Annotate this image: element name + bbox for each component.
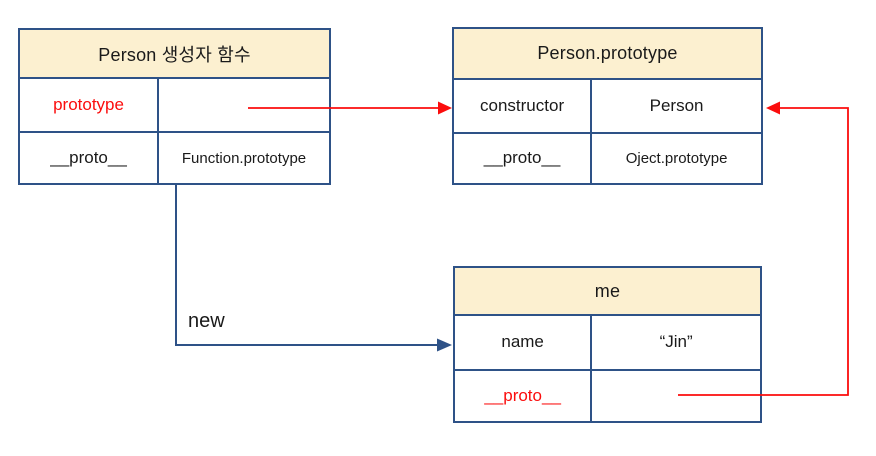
person-constructor-box: Person 생성자 함수 prototype __proto__ Functi… bbox=[18, 28, 331, 185]
constructor-value-cell: Person bbox=[592, 80, 761, 132]
new-operator-label: new bbox=[188, 310, 225, 332]
name-value-cell: “Jin” bbox=[592, 316, 760, 369]
arrow-right-icon bbox=[438, 101, 452, 115]
table-row: prototype bbox=[20, 79, 329, 131]
me-instance-box: me name “Jin” __proto__ bbox=[453, 266, 762, 423]
table-row: __proto__ bbox=[455, 368, 760, 421]
prototype-key-cell: prototype bbox=[20, 79, 160, 131]
table-row: constructor Person bbox=[454, 80, 761, 132]
proto-key-cell: __proto__ bbox=[455, 368, 593, 421]
arrow-right-icon bbox=[437, 338, 452, 352]
proto-value-cell: Oject.prototype bbox=[592, 131, 761, 183]
name-key-cell: name bbox=[455, 316, 593, 369]
table-row: __proto__ Oject.prototype bbox=[454, 131, 761, 183]
table-row: name “Jin” bbox=[455, 316, 760, 369]
person-prototype-title: Person.prototype bbox=[454, 29, 761, 80]
proto-value-cell bbox=[592, 368, 760, 421]
person-constructor-title: Person 생성자 함수 bbox=[20, 30, 329, 79]
me-title: me bbox=[455, 268, 760, 316]
person-prototype-box: Person.prototype constructor Person __pr… bbox=[452, 27, 763, 185]
constructor-key-cell: constructor bbox=[454, 80, 593, 132]
prototype-value-cell bbox=[159, 79, 329, 131]
table-row: __proto__ Function.prototype bbox=[20, 131, 329, 183]
proto-key-cell: __proto__ bbox=[454, 131, 593, 183]
arrow-left-icon bbox=[766, 101, 780, 115]
proto-value-cell: Function.prototype bbox=[159, 131, 329, 183]
proto-key-cell: __proto__ bbox=[20, 131, 160, 183]
